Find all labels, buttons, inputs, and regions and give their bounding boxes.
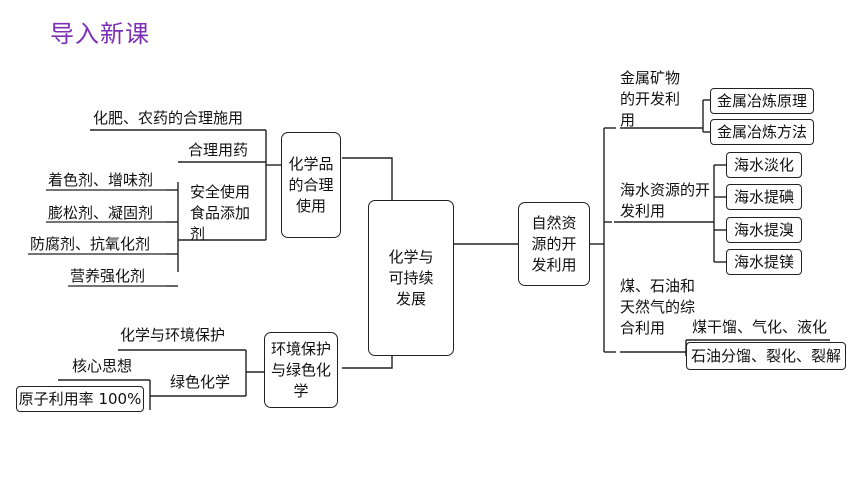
green-label: 环境保护与绿色化学 bbox=[271, 339, 332, 400]
protection-text: 化学与环境保护 bbox=[120, 326, 226, 344]
center-node: 化学与可持续发展 bbox=[368, 200, 454, 356]
fossil-item: 煤干馏、气化、液化 bbox=[692, 318, 828, 336]
seawater-item: 海水提溴 bbox=[726, 217, 802, 243]
seawater-item: 海水淡化 bbox=[726, 152, 802, 178]
medicine-text: 合理用药 bbox=[188, 141, 249, 159]
fossil-item-label: 石油分馏、裂化、裂解 bbox=[690, 346, 841, 365]
seawater-item-label: 海水提镁 bbox=[733, 252, 794, 271]
additive-item: 着色剂、增味剂 bbox=[48, 171, 154, 189]
seawater-item-label: 海水提碘 bbox=[733, 187, 794, 206]
seawater-item-label: 海水提溴 bbox=[733, 220, 794, 239]
metal-item: 金属冶炼原理 bbox=[710, 88, 814, 114]
natural-label: 自然资源的开发利用 bbox=[531, 213, 577, 274]
green-chem-text: 绿色化学 bbox=[170, 373, 231, 391]
metals-text: 金属矿物的开发利用 bbox=[620, 69, 681, 129]
chem-products-label: 化学品的合理使用 bbox=[288, 154, 334, 215]
additive-item: 防腐剂、抗氧化剂 bbox=[30, 235, 151, 253]
core-text: 核心思想 bbox=[72, 357, 133, 375]
fossil-text: 煤、石油和天然气的综合利用 bbox=[620, 277, 696, 337]
natural-node: 自然资源的开发利用 bbox=[518, 202, 590, 286]
atom-economy-node: 原子利用率 100% bbox=[16, 386, 144, 412]
additive-item: 膨松剂、凝固剂 bbox=[48, 204, 154, 222]
additives-text: 安全使用食品添加剂 bbox=[190, 183, 251, 243]
center-node-label: 化学与可持续发展 bbox=[388, 247, 434, 308]
seawater-text: 海水资源的开发利用 bbox=[620, 181, 711, 220]
atom-economy-label: 原子利用率 100% bbox=[18, 389, 142, 408]
fertilizer-text: 化肥、农药的合理施用 bbox=[93, 109, 244, 127]
chem-products-node: 化学品的合理使用 bbox=[281, 132, 341, 238]
metal-item-label: 金属冶炼原理 bbox=[716, 91, 807, 110]
seawater-item: 海水提镁 bbox=[726, 249, 802, 275]
metal-item-label: 金属冶炼方法 bbox=[716, 122, 807, 141]
additive-item: 营养强化剂 bbox=[70, 267, 146, 285]
metal-item: 金属冶炼方法 bbox=[710, 119, 814, 145]
fossil-item-box: 石油分馏、裂化、裂解 bbox=[686, 342, 846, 370]
green-node: 环境保护与绿色化学 bbox=[264, 332, 338, 408]
seawater-item: 海水提碘 bbox=[726, 184, 802, 210]
page-title: 导入新课 bbox=[50, 20, 150, 48]
seawater-item-label: 海水淡化 bbox=[733, 155, 794, 174]
